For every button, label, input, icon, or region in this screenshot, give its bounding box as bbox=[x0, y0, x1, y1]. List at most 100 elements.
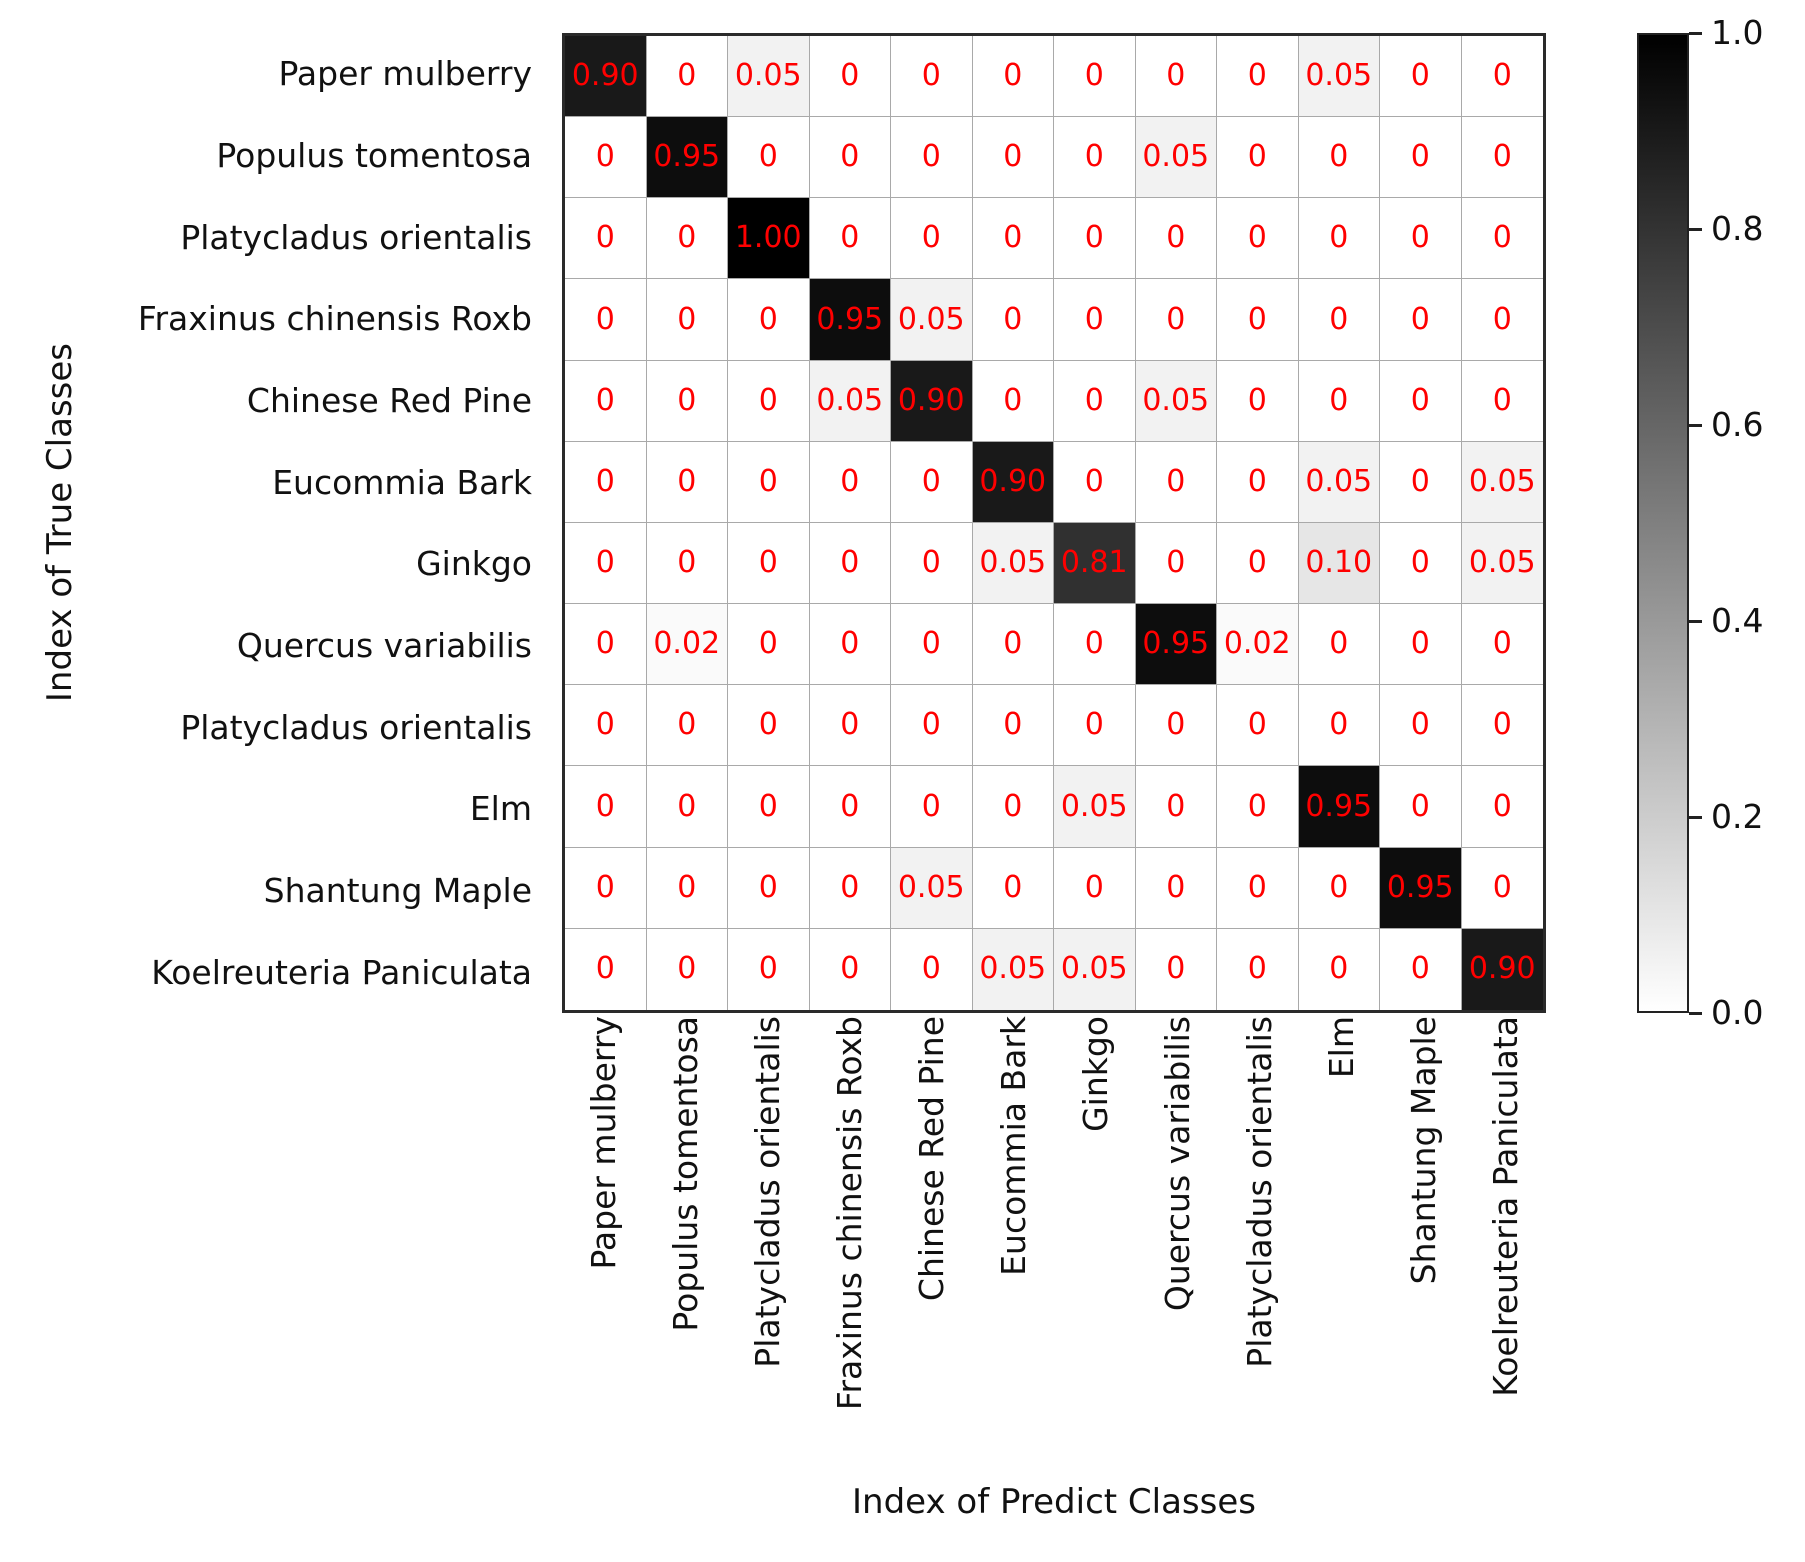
colorbar-tickmark bbox=[1689, 815, 1702, 819]
matrix-cell: 0 bbox=[565, 847, 647, 929]
matrix-cell: 0 bbox=[1135, 441, 1217, 523]
y-tick-label: Platycladus orientalis bbox=[180, 217, 532, 257]
matrix-cell: 0 bbox=[1380, 360, 1462, 442]
matrix-cell: 0 bbox=[972, 847, 1054, 929]
y-tick-label: Ginkgo bbox=[416, 544, 532, 584]
matrix-cell: 0 bbox=[972, 198, 1054, 280]
colorbar-tickmark bbox=[1689, 31, 1702, 35]
matrix-cell: 0 bbox=[728, 928, 810, 1010]
matrix-cell: 0 bbox=[1461, 117, 1543, 199]
x-tick-label: Eucommia Bark bbox=[993, 1016, 1033, 1276]
matrix-cell: 0 bbox=[1217, 522, 1299, 605]
matrix-cell: 0 bbox=[1135, 685, 1217, 767]
matrix-cell: 0.05 bbox=[1298, 36, 1380, 118]
matrix-cell: 0.90 bbox=[1461, 928, 1543, 1010]
y-tick-label: Fraxinus chinensis Roxb bbox=[137, 299, 532, 339]
colorbar-tickmark bbox=[1689, 423, 1702, 427]
matrix-cell: 0 bbox=[1217, 766, 1299, 848]
matrix-cell: 0 bbox=[1461, 36, 1543, 118]
matrix-cell: 0 bbox=[809, 36, 891, 118]
matrix-cell: 0.95 bbox=[1298, 766, 1380, 848]
matrix-cell: 0 bbox=[646, 198, 728, 280]
matrix-cell: 0 bbox=[646, 766, 728, 848]
y-tick-label: Koelreuteria Paniculata bbox=[151, 952, 532, 992]
matrix-cell: 0 bbox=[1461, 279, 1543, 361]
matrix-cell: 0.05 bbox=[728, 36, 810, 118]
matrix-cell: 0 bbox=[1461, 685, 1543, 767]
matrix-cell: 0.81 bbox=[1054, 522, 1136, 605]
matrix-cell: 0 bbox=[728, 847, 810, 929]
matrix-cell: 0 bbox=[1380, 766, 1462, 848]
matrix-cell: 0 bbox=[1298, 847, 1380, 929]
matrix-cell: 0 bbox=[728, 360, 810, 442]
matrix-cell: 0 bbox=[1298, 928, 1380, 1010]
matrix-cell: 0 bbox=[565, 522, 647, 605]
matrix-cell: 0 bbox=[1298, 117, 1380, 199]
matrix-cell: 0 bbox=[1380, 522, 1462, 605]
matrix-cell: 0 bbox=[1217, 198, 1299, 280]
colorbar-tickmark bbox=[1689, 227, 1702, 231]
matrix-cell: 0 bbox=[1054, 279, 1136, 361]
matrix-cell: 0.95 bbox=[809, 279, 891, 361]
matrix-cell: 0 bbox=[972, 279, 1054, 361]
colorbar-gradient bbox=[1637, 33, 1689, 1013]
matrix-cell: 0.05 bbox=[891, 847, 973, 929]
matrix-cell: 0 bbox=[1135, 198, 1217, 280]
matrix-cell: 0 bbox=[1054, 847, 1136, 929]
matrix-cell: 0 bbox=[1135, 766, 1217, 848]
matrix-cell: 0 bbox=[1217, 360, 1299, 442]
matrix-cell: 0 bbox=[1380, 928, 1462, 1010]
matrix-cell: 0 bbox=[646, 36, 728, 118]
matrix-cell: 0.02 bbox=[1217, 604, 1299, 686]
matrix-cell: 0 bbox=[1217, 685, 1299, 767]
matrix-cell: 0 bbox=[891, 522, 973, 605]
matrix-cell: 0.05 bbox=[1298, 441, 1380, 523]
matrix-cell: 0 bbox=[728, 766, 810, 848]
matrix-cell: 0 bbox=[1217, 279, 1299, 361]
matrix-cell: 0 bbox=[646, 685, 728, 767]
colorbar-tick-label: 0.8 bbox=[1711, 209, 1764, 248]
matrix-cell: 0 bbox=[1135, 36, 1217, 118]
matrix-cell: 0 bbox=[891, 117, 973, 199]
matrix-cell: 0 bbox=[1380, 604, 1462, 686]
colorbar-tick-label: 0.4 bbox=[1711, 601, 1764, 640]
matrix-cell: 0 bbox=[565, 441, 647, 523]
matrix-cell: 0 bbox=[1217, 441, 1299, 523]
matrix-cell: 0 bbox=[809, 198, 891, 280]
x-tick-label: Platycladus orientalis bbox=[747, 1016, 787, 1368]
matrix-cell: 0.90 bbox=[565, 36, 647, 118]
matrix-cell: 0 bbox=[565, 604, 647, 686]
matrix-cell: 0 bbox=[809, 604, 891, 686]
matrix-cell: 0.10 bbox=[1298, 522, 1380, 605]
matrix-cell: 0 bbox=[565, 928, 647, 1010]
matrix-cell: 0 bbox=[972, 604, 1054, 686]
x-tick-label: Elm bbox=[1321, 1016, 1361, 1079]
matrix-cell: 0 bbox=[1461, 604, 1543, 686]
y-tick-label: Platycladus orientalis bbox=[180, 707, 532, 747]
matrix-cell: 0 bbox=[891, 441, 973, 523]
matrix-cell: 0 bbox=[565, 117, 647, 199]
matrix-cell: 0 bbox=[728, 522, 810, 605]
y-tick-label: Shantung Maple bbox=[263, 870, 532, 910]
matrix-cell: 0 bbox=[1054, 685, 1136, 767]
x-tick-label: Shantung Maple bbox=[1403, 1016, 1443, 1285]
matrix-cell: 0.05 bbox=[1135, 360, 1217, 442]
matrix-cell: 0.05 bbox=[891, 279, 973, 361]
x-tick-label: Populus tomentosa bbox=[665, 1016, 705, 1332]
matrix-cell: 0 bbox=[1380, 685, 1462, 767]
matrix-cell: 0 bbox=[1054, 36, 1136, 118]
matrix-cell: 0 bbox=[1298, 360, 1380, 442]
matrix-cell: 0.02 bbox=[646, 604, 728, 686]
matrix-cell: 0 bbox=[565, 279, 647, 361]
y-tick-label: Chinese Red Pine bbox=[246, 380, 532, 420]
matrix-cell: 0 bbox=[728, 441, 810, 523]
matrix-cell: 0 bbox=[891, 766, 973, 848]
matrix-cell: 0 bbox=[1054, 604, 1136, 686]
matrix-cell: 0 bbox=[972, 117, 1054, 199]
matrix-cell: 0 bbox=[646, 360, 728, 442]
matrix-cell: 0 bbox=[1217, 117, 1299, 199]
